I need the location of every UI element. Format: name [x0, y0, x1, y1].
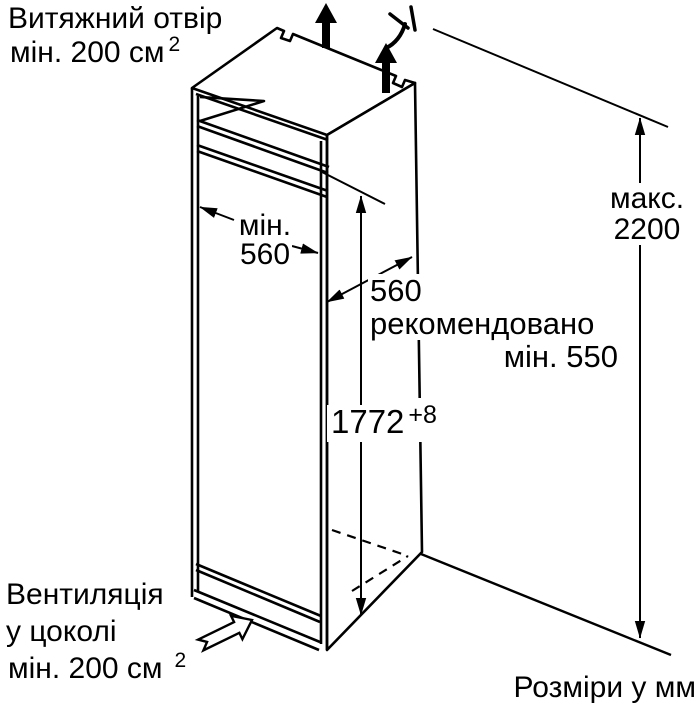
air-outlet-swirl-icon: [384, 5, 417, 50]
depth-recommendation-label: 560 рекомендовано мін. 550: [368, 274, 620, 373]
units-note: Розміри у мм: [470, 671, 698, 705]
depth-min-value: мін. 550: [501, 339, 620, 374]
max-height-value: 2200: [611, 213, 683, 246]
airflow-up-arrow-icon: [315, 3, 337, 48]
plinth-line1: Вентиляція: [4, 576, 166, 613]
niche-height-value: 1772: [329, 403, 407, 440]
exhaust-line1: Витяжний отвір: [6, 2, 225, 36]
depth-value: 560: [368, 273, 424, 308]
plinth-airflow-arrow-icon: [194, 614, 254, 653]
niche-width-value: 560: [237, 238, 293, 271]
plinth-line2: у цоколі: [4, 613, 119, 650]
width-leader-right: [291, 243, 319, 254]
depth-recommended-word: рекомендовано: [368, 306, 597, 341]
units-note-text: Розміри у мм: [511, 671, 698, 705]
niche-height-label: 1772+8: [327, 398, 441, 442]
niche-width-word: мін.: [236, 209, 294, 242]
plinth-superscript: 2: [172, 642, 189, 679]
floor-reference-line: [420, 552, 672, 657]
front-frame-lines: [190, 88, 330, 652]
niche-width-label: мін. 560: [225, 209, 305, 271]
ceiling-reference-line: [432, 28, 669, 128]
airflow-up-arrows: [315, 3, 397, 93]
inner-wall-wedge: [199, 95, 266, 123]
niche-height-extension-line: [321, 171, 386, 205]
exhaust-line2: мін. 200 см: [8, 36, 167, 70]
max-height-label: макс. 2200: [597, 183, 697, 245]
width-leader-left: [199, 206, 235, 221]
airflow-up-arrow-icon: [375, 43, 397, 93]
max-height-word: макс.: [607, 182, 687, 215]
niche-height-tolerance: +8: [406, 398, 439, 432]
hidden-edges-dashed: [331, 528, 409, 592]
plinth-line3: мін. 200 см: [6, 650, 165, 687]
exhaust-superscript: 2: [166, 28, 183, 62]
